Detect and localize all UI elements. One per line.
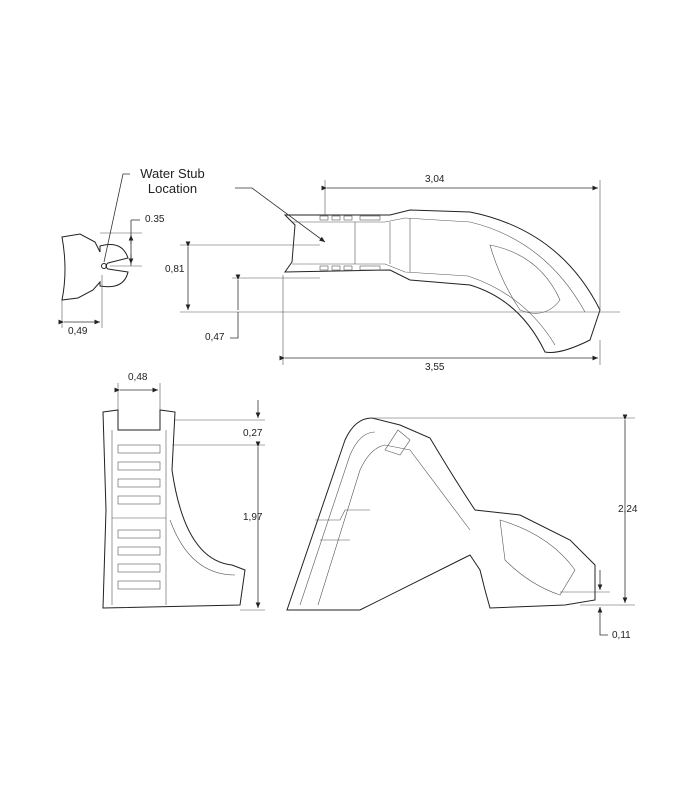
- top-view: [180, 180, 620, 365]
- water-stub-note: Water Stub Location: [115, 166, 230, 196]
- water-stub-note-line2: Location: [147, 181, 198, 196]
- dim-stub-height: 0.35: [145, 214, 165, 225]
- dim-stub-offset: 0,47: [205, 332, 225, 343]
- end-view: [58, 173, 142, 328]
- dim-top-length-total: 3,55: [425, 362, 445, 373]
- dim-exit-height: 0,11: [612, 630, 631, 641]
- dim-overall-height: 2,24: [618, 504, 638, 515]
- dim-top-length-upper: 3,04: [425, 174, 445, 185]
- water-stub-note-line1: Water Stub: [140, 166, 205, 181]
- dim-end-width: 0,49: [68, 326, 88, 337]
- dim-top-height: 0,81: [165, 264, 185, 275]
- dim-top-rail: 0,27: [243, 428, 263, 439]
- dim-ladder-width: 0,48: [128, 372, 148, 383]
- dim-ladder-height: 1,97: [243, 512, 263, 523]
- side-view: [286, 414, 635, 636]
- ladder-view: [102, 383, 265, 611]
